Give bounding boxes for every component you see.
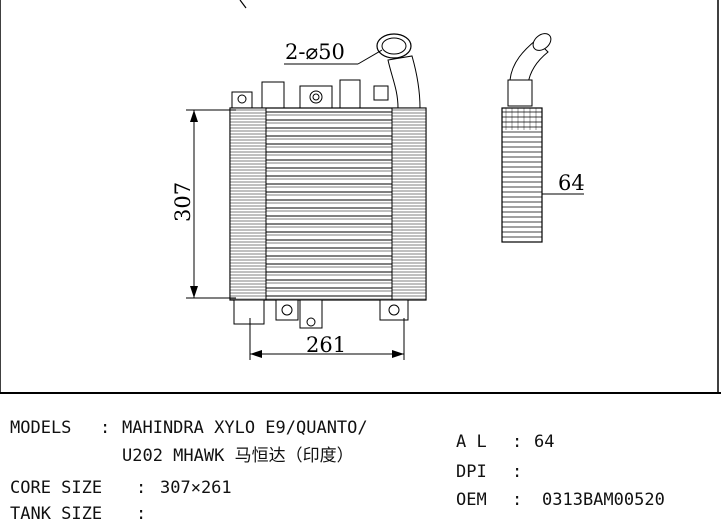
bracket-hole-2	[309, 90, 323, 104]
side-core	[501, 107, 543, 243]
height-arrow-bottom	[190, 286, 198, 298]
width-arrow-right	[392, 350, 404, 358]
height-arrow-top	[190, 110, 198, 122]
oem-label: OEM	[456, 490, 487, 510]
pipe-dimension-label: 2-⌀50	[285, 40, 345, 64]
bottom-bracket-3	[379, 299, 409, 321]
models-separator: :	[100, 418, 111, 438]
models-label: MODELS	[10, 418, 72, 438]
oem-value: 0313BAM00520	[542, 490, 665, 510]
pipe-dim-leader	[357, 49, 383, 65]
models-value-line2: U202 MHAWK 马恒达（印度）	[122, 446, 354, 466]
bottom-bracket-1	[275, 299, 299, 321]
outlet-pipe	[233, 299, 265, 325]
side-view: 64	[501, 33, 585, 243]
al-separator: :	[512, 432, 523, 452]
width-arrow-left	[250, 350, 262, 358]
top-bracket-3	[339, 79, 361, 109]
side-pipe-mouth	[532, 33, 552, 51]
width-dimension-label: 261	[306, 333, 346, 357]
al-value: 64	[534, 432, 555, 452]
side-fins	[502, 108, 542, 238]
dpi-label: DPI	[456, 462, 487, 482]
top-bracket-2	[299, 85, 333, 109]
side-pipe-collar	[507, 79, 533, 107]
height-dimension: 307	[171, 109, 236, 299]
inlet-pipe-mouth-inner	[381, 37, 407, 55]
bracket-hole-left	[237, 94, 247, 104]
tank-size-label: TANK SIZE	[10, 504, 103, 524]
models-value-line1: MAHINDRA XYLO E9/QUANTO/	[122, 418, 368, 438]
intercooler-drawing-svg: 2-⌀50 307 261 64	[0, 0, 719, 392]
bottom-bracket-3-hole	[388, 304, 400, 316]
bracket-hole-2-inner	[312, 93, 320, 101]
width-dimension: 261	[249, 318, 405, 360]
oem-separator: :	[512, 490, 523, 510]
depth-dimension-label: 64	[558, 171, 585, 195]
top-bracket-left	[231, 91, 253, 109]
bottom-bracket-1-hole	[281, 304, 293, 316]
technical-drawing: 2-⌀50 307 261 64	[0, 0, 719, 392]
spec-panel: MODELS : MAHINDRA XYLO E9/QUANTO/ U202 M…	[0, 392, 721, 524]
core-size-separator: :	[136, 478, 147, 498]
tank-size-separator: :	[136, 504, 147, 524]
dpi-separator: :	[512, 462, 523, 482]
core-size-value: 307×261	[160, 478, 232, 498]
height-dimension-label: 307	[171, 182, 195, 222]
top-bracket-1	[261, 81, 285, 109]
inlet-pipe	[387, 55, 421, 109]
bottom-bracket-2	[299, 299, 323, 329]
core-fins	[230, 109, 426, 300]
al-label: A L	[456, 432, 487, 452]
front-view	[229, 33, 427, 329]
top-mark	[239, 0, 247, 9]
small-box	[373, 85, 389, 101]
core-size-label: CORE SIZE	[10, 478, 103, 498]
pipe-dimension: 2-⌀50	[284, 40, 383, 65]
bottom-bracket-2-hole	[306, 317, 316, 327]
side-pipe	[509, 39, 549, 85]
